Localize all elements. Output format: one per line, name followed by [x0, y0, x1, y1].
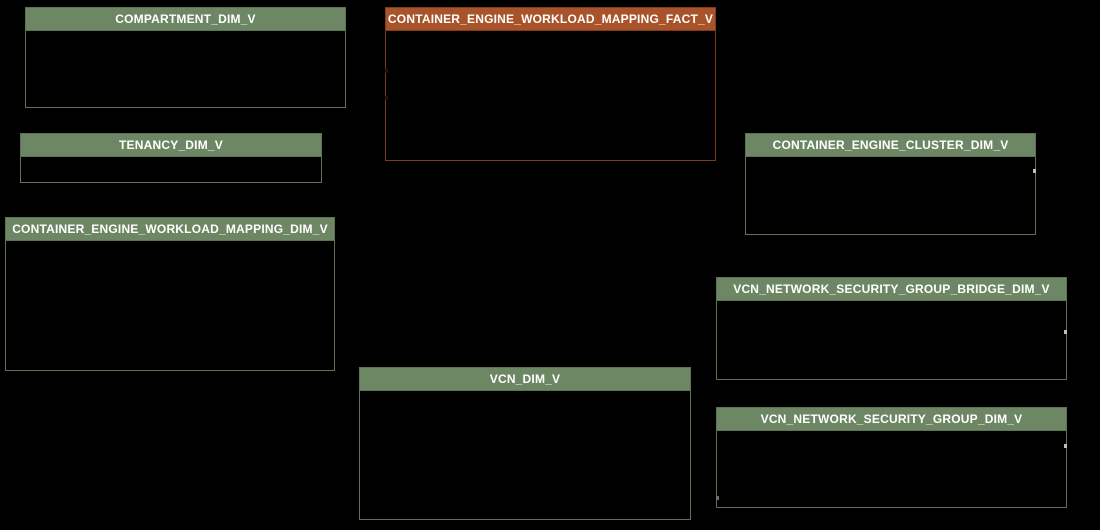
connector-anchor [1033, 169, 1036, 173]
entity-header: CONTAINER_ENGINE_CLUSTER_DIM_V [746, 134, 1035, 157]
connector-anchor [1064, 444, 1067, 448]
entity-body [6, 242, 334, 370]
entity-vcn-network-security-group-bridge-dim-v[interactable]: VCN_NETWORK_SECURITY_GROUP_BRIDGE_DIM_V [716, 277, 1067, 380]
entity-container-engine-workload-mapping-dim-v[interactable]: CONTAINER_ENGINE_WORKLOAD_MAPPING_DIM_V [5, 217, 335, 371]
entity-body [717, 432, 1066, 507]
entity-title: VCN_NETWORK_SECURITY_GROUP_DIM_V [760, 412, 1023, 426]
entity-header: VCN_NETWORK_SECURITY_GROUP_DIM_V [717, 408, 1066, 431]
entity-header: CONTAINER_ENGINE_WORKLOAD_MAPPING_DIM_V [6, 218, 334, 241]
connector-anchor [385, 96, 388, 100]
connector-anchor [385, 69, 388, 73]
entity-title: CONTAINER_ENGINE_WORKLOAD_MAPPING_DIM_V [12, 222, 328, 236]
entity-header: CONTAINER_ENGINE_WORKLOAD_MAPPING_FACT_V [386, 8, 715, 31]
entity-body [360, 392, 690, 519]
entity-compartment-dim-v[interactable]: COMPARTMENT_DIM_V [25, 7, 346, 108]
entity-body [386, 32, 715, 160]
entity-body [717, 302, 1066, 379]
connector-anchor [1064, 330, 1067, 334]
entity-header: COMPARTMENT_DIM_V [26, 8, 345, 31]
entity-header: VCN_DIM_V [360, 368, 690, 391]
entity-vcn-dim-v[interactable]: VCN_DIM_V [359, 367, 691, 520]
entity-body [26, 32, 345, 107]
entity-title: COMPARTMENT_DIM_V [115, 12, 256, 26]
connector-anchor [716, 496, 719, 500]
entity-title: CONTAINER_ENGINE_WORKLOAD_MAPPING_FACT_V [387, 12, 714, 26]
entity-title: VCN_NETWORK_SECURITY_GROUP_BRIDGE_DIM_V [733, 282, 1050, 296]
entity-title: VCN_DIM_V [489, 372, 561, 386]
entity-body [21, 158, 321, 182]
entity-header: TENANCY_DIM_V [21, 134, 321, 157]
entity-body [746, 158, 1035, 234]
entity-tenancy-dim-v[interactable]: TENANCY_DIM_V [20, 133, 322, 183]
entity-title: CONTAINER_ENGINE_CLUSTER_DIM_V [772, 138, 1009, 152]
entity-vcn-network-security-group-dim-v[interactable]: VCN_NETWORK_SECURITY_GROUP_DIM_V [716, 407, 1067, 508]
entity-container-engine-cluster-dim-v[interactable]: CONTAINER_ENGINE_CLUSTER_DIM_V [745, 133, 1036, 235]
entity-title: TENANCY_DIM_V [119, 138, 223, 152]
entity-container-engine-workload-mapping-fact-v[interactable]: CONTAINER_ENGINE_WORKLOAD_MAPPING_FACT_V [385, 7, 716, 161]
entity-header: VCN_NETWORK_SECURITY_GROUP_BRIDGE_DIM_V [717, 278, 1066, 301]
